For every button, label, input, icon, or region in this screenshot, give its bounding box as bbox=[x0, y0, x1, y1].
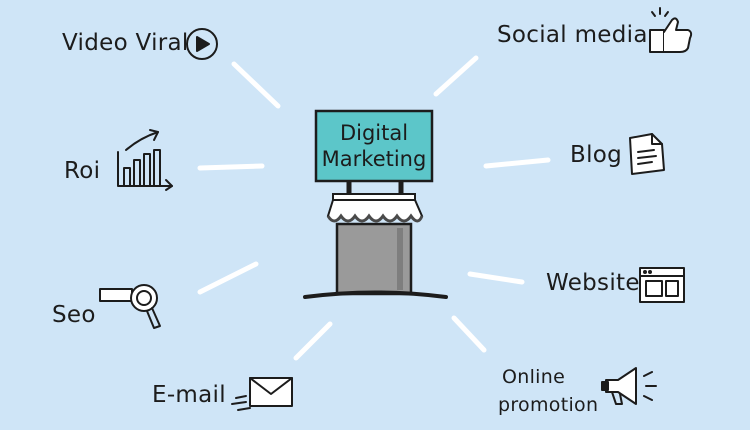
connector-roi bbox=[197, 163, 265, 171]
sign-line-2: Marketing bbox=[321, 147, 427, 171]
connector-e-mail bbox=[293, 321, 333, 361]
label-website: Website bbox=[546, 270, 640, 296]
connector-seo bbox=[197, 261, 259, 295]
magnifier-icon bbox=[99, 284, 161, 329]
awning-scallops bbox=[326, 213, 424, 223]
connector-blog bbox=[483, 157, 551, 169]
sign-title: Digital Marketing bbox=[318, 120, 430, 172]
play-button-icon bbox=[186, 28, 218, 60]
label-online-promotion-line1: Online bbox=[502, 366, 566, 388]
connector-website bbox=[467, 271, 525, 285]
connector-social-media bbox=[433, 55, 479, 97]
label-roi: Roi bbox=[64, 158, 101, 184]
sign-line-1: Digital bbox=[339, 121, 409, 145]
label-social-media: Social media bbox=[497, 22, 648, 48]
connector-lines bbox=[197, 55, 551, 361]
label-e-mail: E-mail bbox=[152, 382, 226, 408]
connector-video-viral bbox=[231, 61, 281, 109]
document-icon bbox=[629, 133, 665, 175]
envelope-icon bbox=[231, 377, 293, 411]
storefront bbox=[303, 109, 448, 299]
megaphone-icon bbox=[601, 367, 657, 405]
sign-board bbox=[314, 109, 434, 183]
label-seo: Seo bbox=[52, 302, 96, 328]
ground-line bbox=[303, 290, 448, 299]
label-online-promotion-line2: promotion bbox=[498, 394, 599, 416]
label-video-viral: Video Viral bbox=[62, 30, 189, 56]
browser-window-icon bbox=[639, 267, 685, 303]
connector-online-promotion bbox=[451, 315, 487, 353]
bar-chart-icon bbox=[117, 129, 173, 191]
thumbs-up-icon bbox=[649, 7, 693, 53]
label-blog: Blog bbox=[570, 142, 623, 168]
